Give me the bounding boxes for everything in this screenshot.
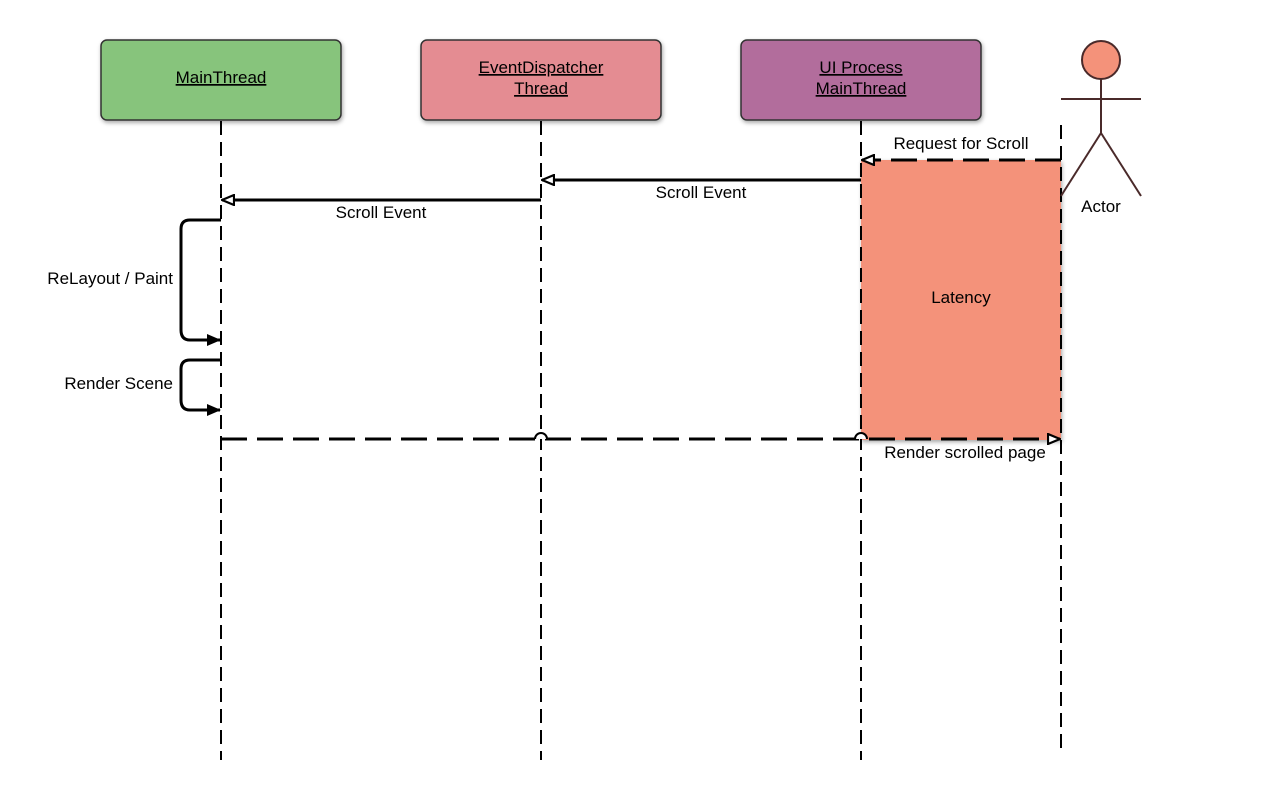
participant-event-dispatcher[interactable]: EventDispatcher Thread: [420, 39, 662, 121]
message-scroll-event-to-dispatcher-label: Scroll Event: [656, 183, 747, 202]
actor-head: [1081, 40, 1121, 80]
self-message-render-scene-label: Render Scene: [64, 374, 173, 393]
actor-label: Actor: [1081, 197, 1121, 216]
participant-event-dispatcher-label-line1: EventDispatcher: [479, 58, 604, 77]
participant-ui-process-label-line1: UI Process: [819, 58, 902, 77]
participant-main-thread[interactable]: MainThread: [100, 39, 342, 121]
self-message-relayout-paint-label: ReLayout / Paint: [47, 269, 173, 288]
actor-figure[interactable]: [1060, 40, 1142, 197]
latency-label: Latency: [931, 288, 991, 307]
message-render-scrolled-page-label: Render scrolled page: [884, 443, 1046, 462]
message-request-for-scroll-label: Request for Scroll: [893, 134, 1028, 153]
participant-main-thread-label: MainThread: [176, 68, 267, 87]
participant-ui-process-label-line2: MainThread: [816, 79, 907, 98]
self-message-render-scene: [179, 358, 221, 416]
participant-ui-process[interactable]: UI Process MainThread: [740, 39, 982, 121]
participant-event-dispatcher-label-line2: Thread: [514, 79, 568, 98]
message-scroll-event-to-main-label: Scroll Event: [336, 203, 427, 222]
line-crossing-ui-process: [854, 432, 868, 440]
line-crossing-dispatcher: [534, 432, 548, 440]
self-message-relayout-paint: [179, 218, 221, 346]
latency-box: [861, 160, 1061, 440]
